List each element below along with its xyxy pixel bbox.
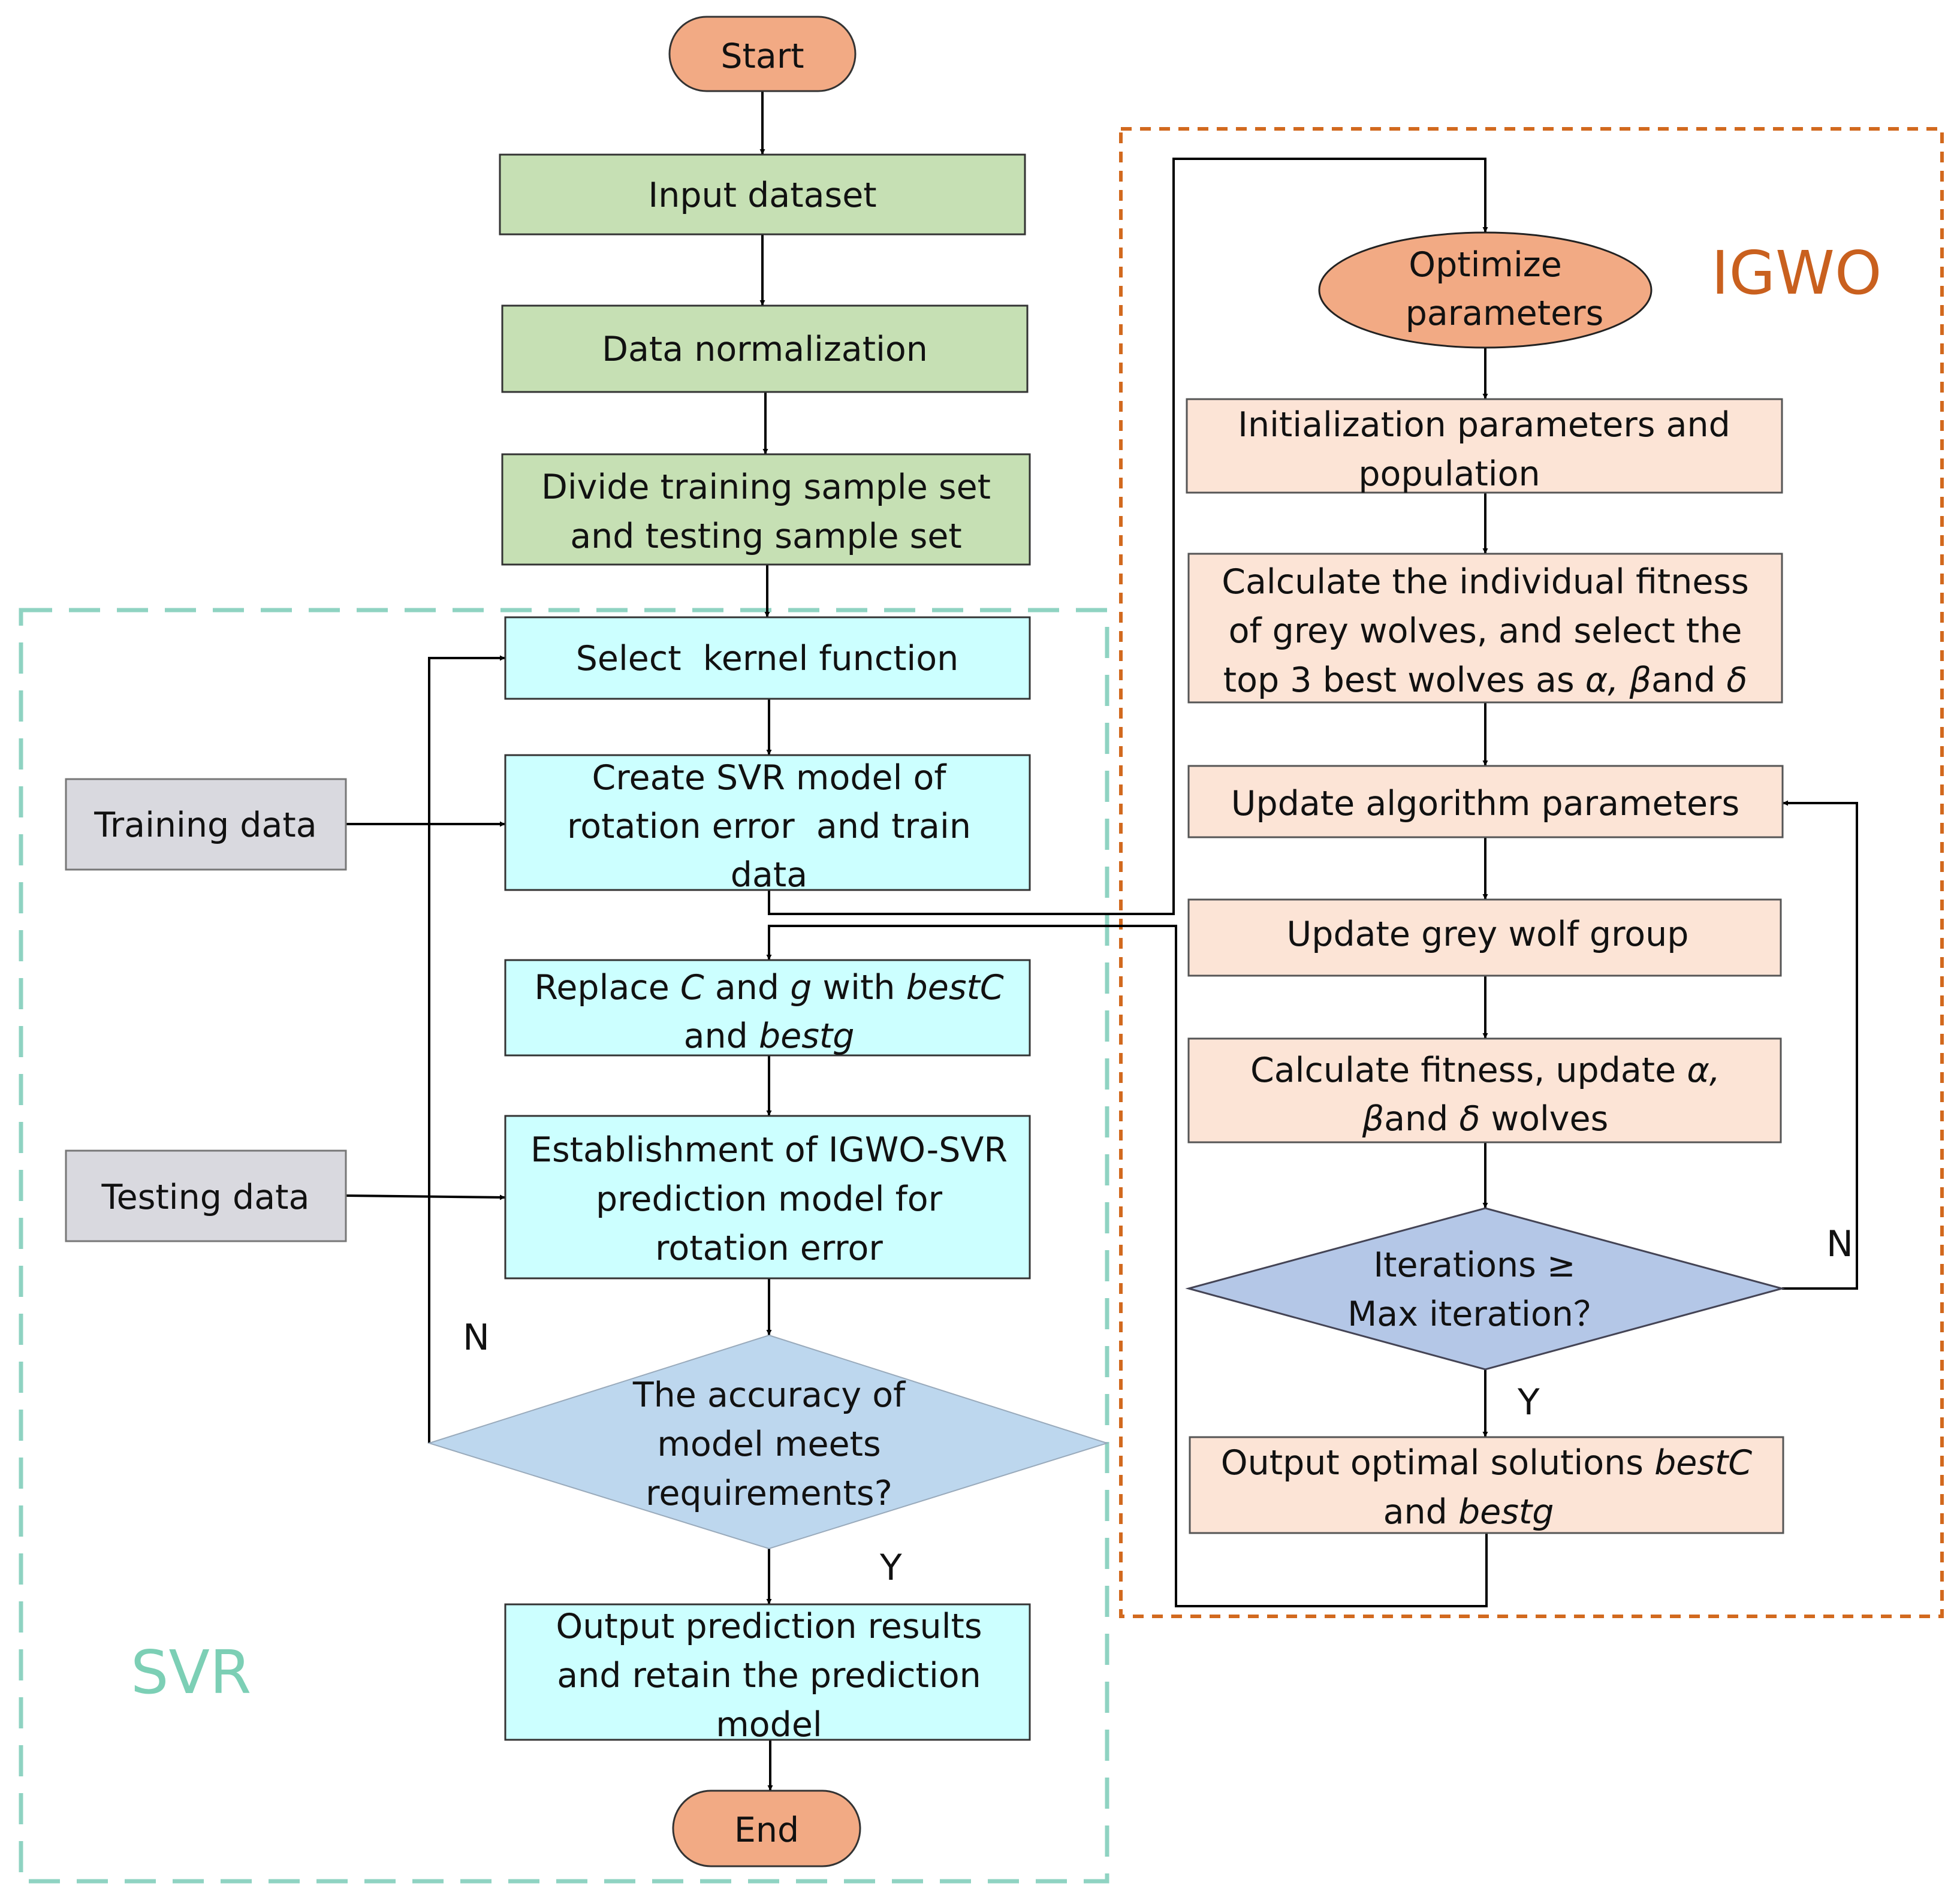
establish-model-line3: rotation error [655, 1229, 883, 1268]
svr-region [19, 608, 1109, 1884]
node-output-optimal: Output optimal solutions bestC and bestg [1189, 1436, 1784, 1534]
node-divide-samples: Divide training sample set and testing s… [501, 453, 1031, 566]
node-update-group: Update grey wolf group [1187, 898, 1782, 977]
testing-data-label: Testing data [101, 1178, 310, 1217]
establish-model-line2: prediction model for [596, 1179, 943, 1219]
output-results-line3: model [716, 1705, 822, 1745]
node-testing-data: Testing data [65, 1149, 347, 1242]
node-calc-update: Calculate fitness, update α, βand δ wolv… [1187, 1037, 1782, 1143]
node-establish-model: Establishment of IGWO-SVR prediction mod… [504, 1115, 1031, 1280]
replace-c-g-line1: Replace C and g with bestC [534, 968, 1004, 1007]
node-data-normalization: Data normalization [501, 304, 1029, 393]
calc-fitness-line3: top 3 best wolves as α, βand δ [1223, 660, 1747, 700]
init-population-line2: population [1358, 454, 1540, 494]
input-dataset-label: Input dataset [648, 176, 876, 215]
iterations-check-line2: Max iteration？ [1347, 1295, 1608, 1334]
calc-fitness-line1: Calculate the individual fitness [1222, 562, 1749, 602]
iterations-no-label: N [1826, 1223, 1853, 1265]
init-population-line1: Initialization parameters and [1238, 405, 1730, 445]
accuracy-check-line3: requirements? [646, 1474, 892, 1513]
node-start: Start [668, 16, 857, 92]
accuracy-no-label: N [463, 1317, 490, 1359]
calc-fitness-line2: of grey wolves, and select the [1229, 611, 1742, 651]
edge-testing-establish [345, 1194, 506, 1200]
edges [345, 91, 1858, 1791]
iterations-check-line1: Iterations ≥ [1373, 1245, 1575, 1285]
accuracy-check-line1: The accuracy of [632, 1375, 906, 1415]
optimize-parameters-line2: parameters [1406, 294, 1604, 333]
create-svr-line1: Create SVR model of [592, 758, 948, 798]
node-input-dataset: Input dataset [499, 153, 1026, 236]
create-svr-line3: data [731, 855, 807, 895]
divide-samples-line2: and testing sample set [570, 517, 962, 556]
update-params-label: Update algorithm parameters [1231, 784, 1739, 823]
node-init-population: Initialization parameters and population [1186, 398, 1783, 494]
output-optimal-line2: and bestg [1383, 1492, 1554, 1532]
node-create-svr: Create SVR model of rotation error and t… [504, 754, 1031, 895]
create-svr-line2: rotation error and train [567, 807, 971, 846]
output-results-line1: Output prediction results [556, 1607, 982, 1646]
output-results-line2: and retain the prediction [557, 1656, 981, 1695]
replace-c-g-line2: and bestg [684, 1016, 855, 1056]
output-optimal-line1: Output optimal solutions bestC [1221, 1443, 1753, 1483]
edge-accuracy-kernel-no [428, 655, 505, 1443]
accuracy-yes-label: Y [879, 1547, 902, 1589]
select-kernel-label: Select kernel function [576, 639, 959, 678]
node-calc-fitness: Calculate the individual fitness of grey… [1187, 553, 1783, 704]
node-output-results: Output prediction results and retain the… [504, 1603, 1031, 1745]
establish-model-line1: Establishment of IGWO-SVR [530, 1130, 1008, 1170]
svr-region-label: SVR [131, 1637, 251, 1707]
update-group-label: Update grey wolf group [1287, 915, 1689, 954]
edge-optimal-replace [766, 925, 1488, 1607]
node-accuracy-check: The accuracy of model meets requirements… [427, 1334, 1109, 1550]
node-replace-c-g: Replace C and g with bestC and bestg [504, 959, 1031, 1057]
calc-update-line1: Calculate fitness, update α, [1250, 1051, 1720, 1090]
calc-update-line2: βand δ wolves [1362, 1099, 1609, 1139]
igwo-region-label: IGWO [1711, 238, 1882, 308]
igwo-region [1119, 127, 1944, 1618]
node-optimize-parameters: Optimize parameters [1318, 231, 1653, 349]
iterations-yes-label: Y [1517, 1381, 1540, 1423]
node-iterations-check: Iterations ≥ Max iteration？ [1185, 1207, 1786, 1371]
node-training-data: Training data [65, 778, 347, 871]
node-end: End [672, 1790, 861, 1867]
training-data-label: Training data [94, 805, 316, 845]
node-update-params: Update algorithm parameters [1187, 765, 1784, 838]
end-label: End [734, 1811, 799, 1850]
divide-samples-line1: Divide training sample set [541, 467, 991, 507]
data-normalization-label: Data normalization [602, 330, 928, 369]
edge-create-optimize [768, 158, 1488, 915]
start-label: Start [720, 37, 804, 76]
node-select-kernel: Select kernel function [504, 616, 1031, 700]
accuracy-check-line2: model meets [657, 1425, 881, 1464]
edge-iterations-params-no [1782, 800, 1858, 1290]
optimize-parameters-line1: Optimize [1409, 245, 1562, 285]
